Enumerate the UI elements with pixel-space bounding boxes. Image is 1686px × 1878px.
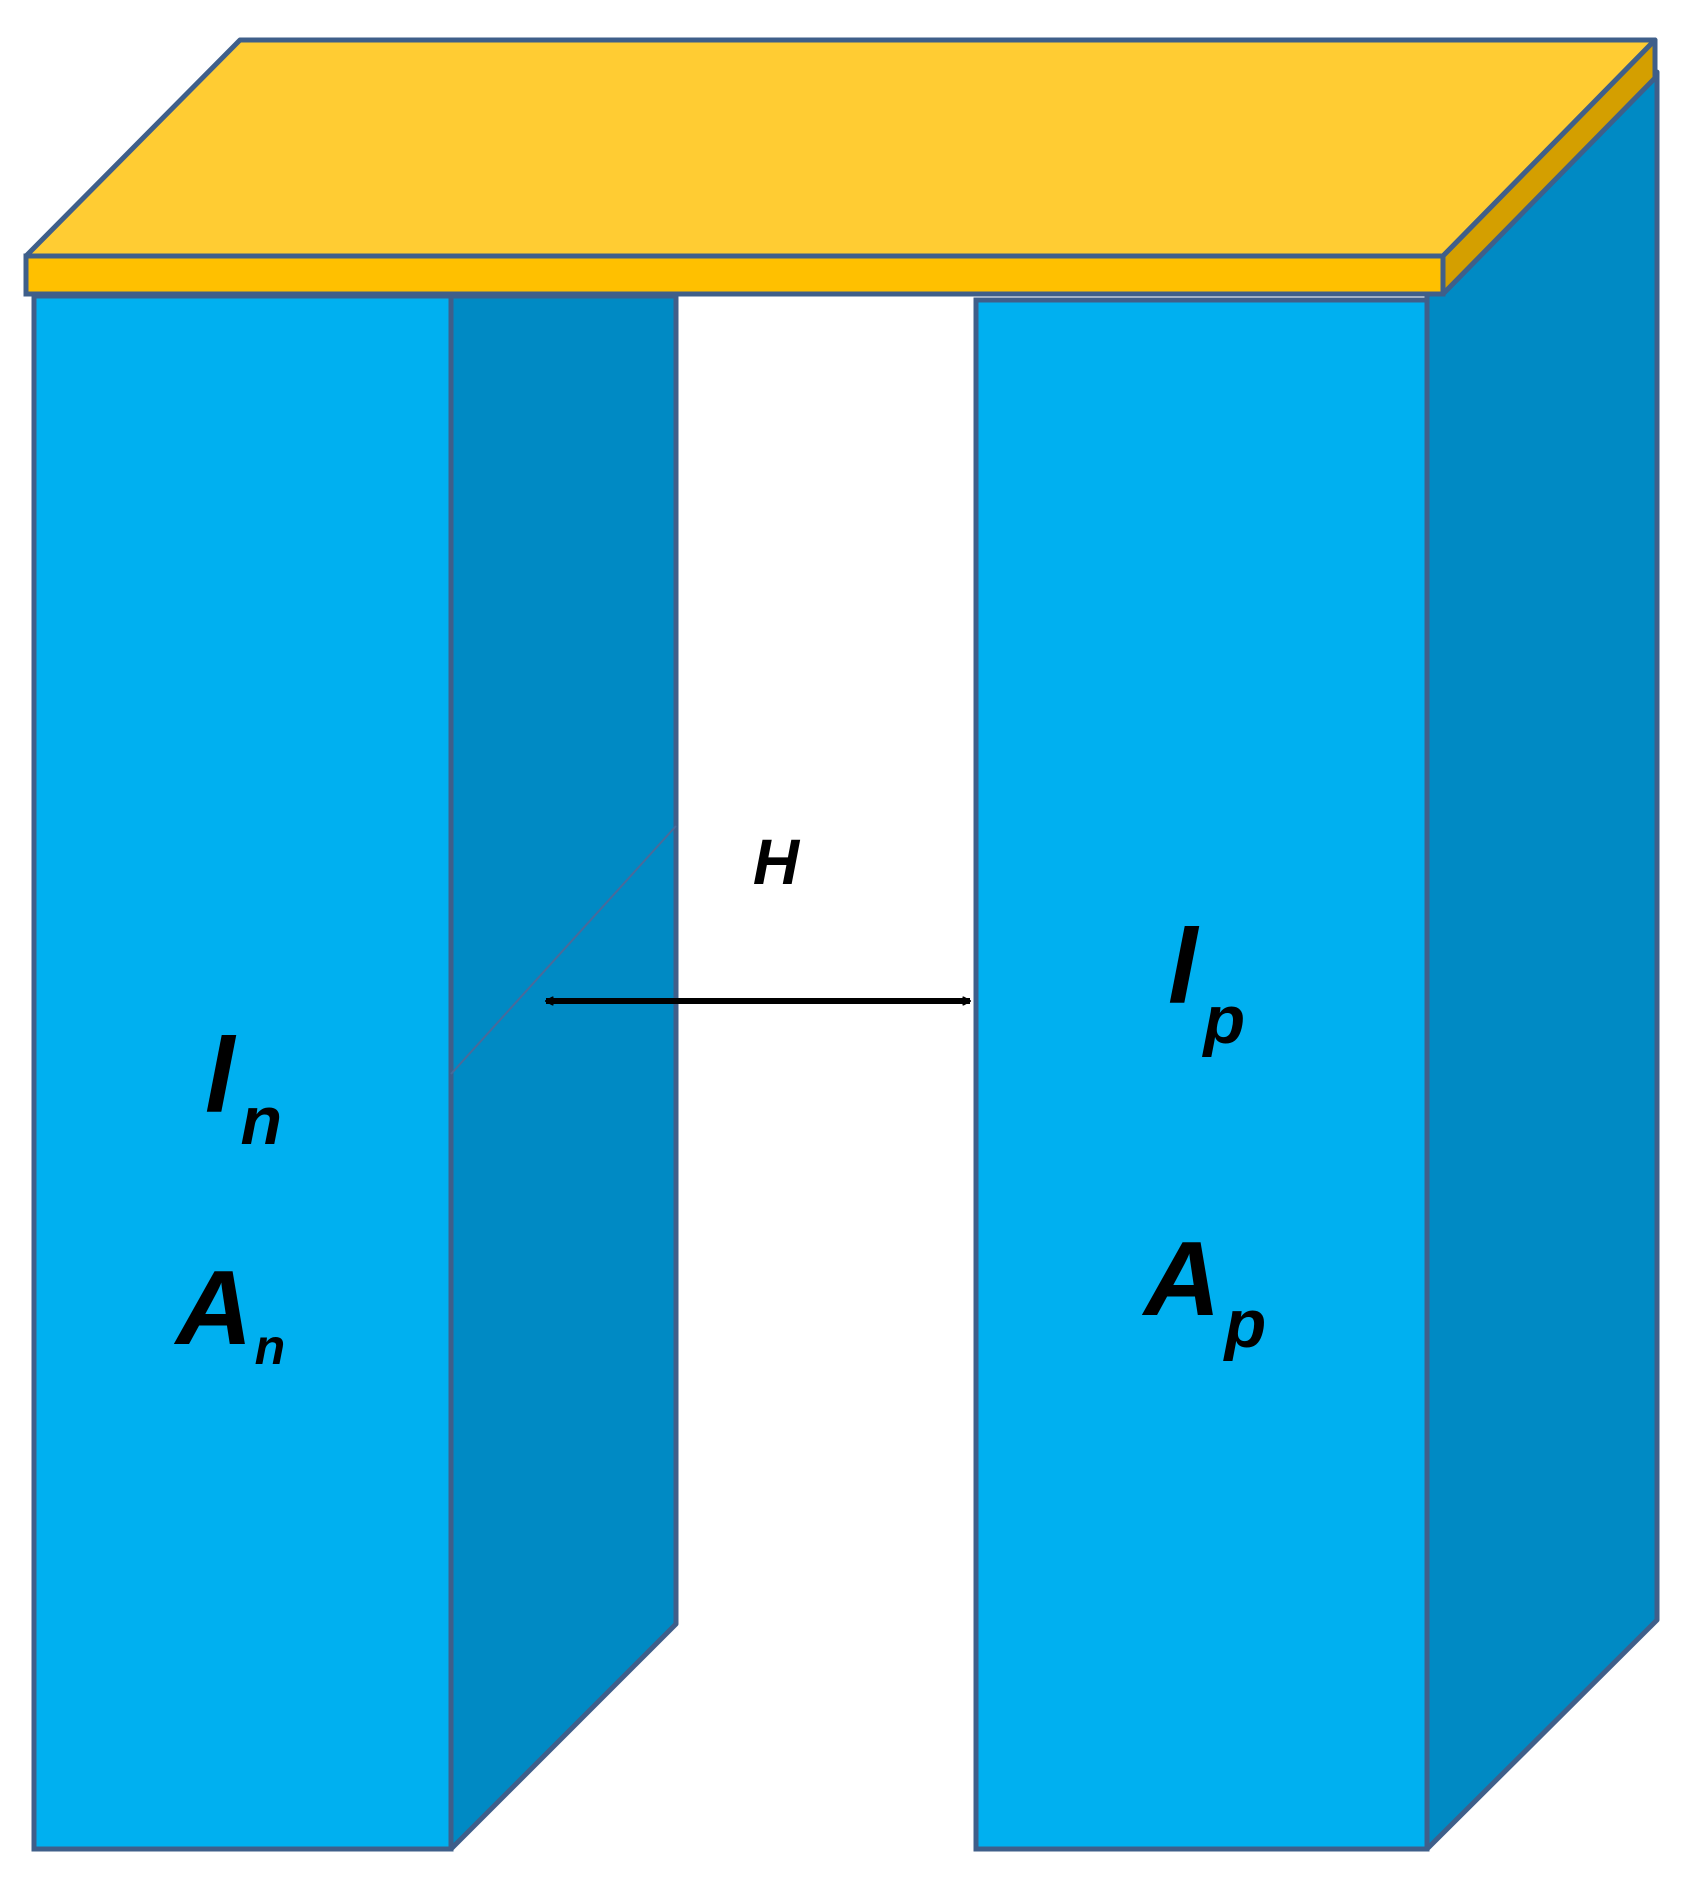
right-length-subscript: p [1201,982,1245,1058]
left-leg-hidden-edge [450,825,677,1075]
gap-label: H [753,826,801,898]
right-leg-length-label: lp [1168,908,1245,1058]
plate-front-face [23,253,1446,297]
right-area-symbol: A [1141,1220,1221,1338]
right-leg-p-type [973,69,1660,1852]
left-leg-n-type [31,293,679,1852]
left-length-subscript: n [240,1083,282,1159]
left-area-subscript: n [255,1319,286,1375]
left-area-symbol: A [173,1249,253,1367]
right-leg-front-face [973,297,1430,1852]
left-leg-length-label: ln [205,1017,282,1159]
plate-top-face [23,37,1658,259]
right-area-subscript: p [1223,1286,1267,1362]
left-length-symbol: l [205,1017,237,1135]
left-leg-front-face [31,293,454,1852]
left-leg-side-face [448,293,679,1852]
top-electrode-plate [23,37,1658,297]
right-leg-area-label: Ap [1141,1220,1266,1362]
left-leg-area-label: An [173,1249,285,1375]
right-leg-side-face [1424,69,1660,1852]
right-length-symbol: l [1168,908,1200,1026]
